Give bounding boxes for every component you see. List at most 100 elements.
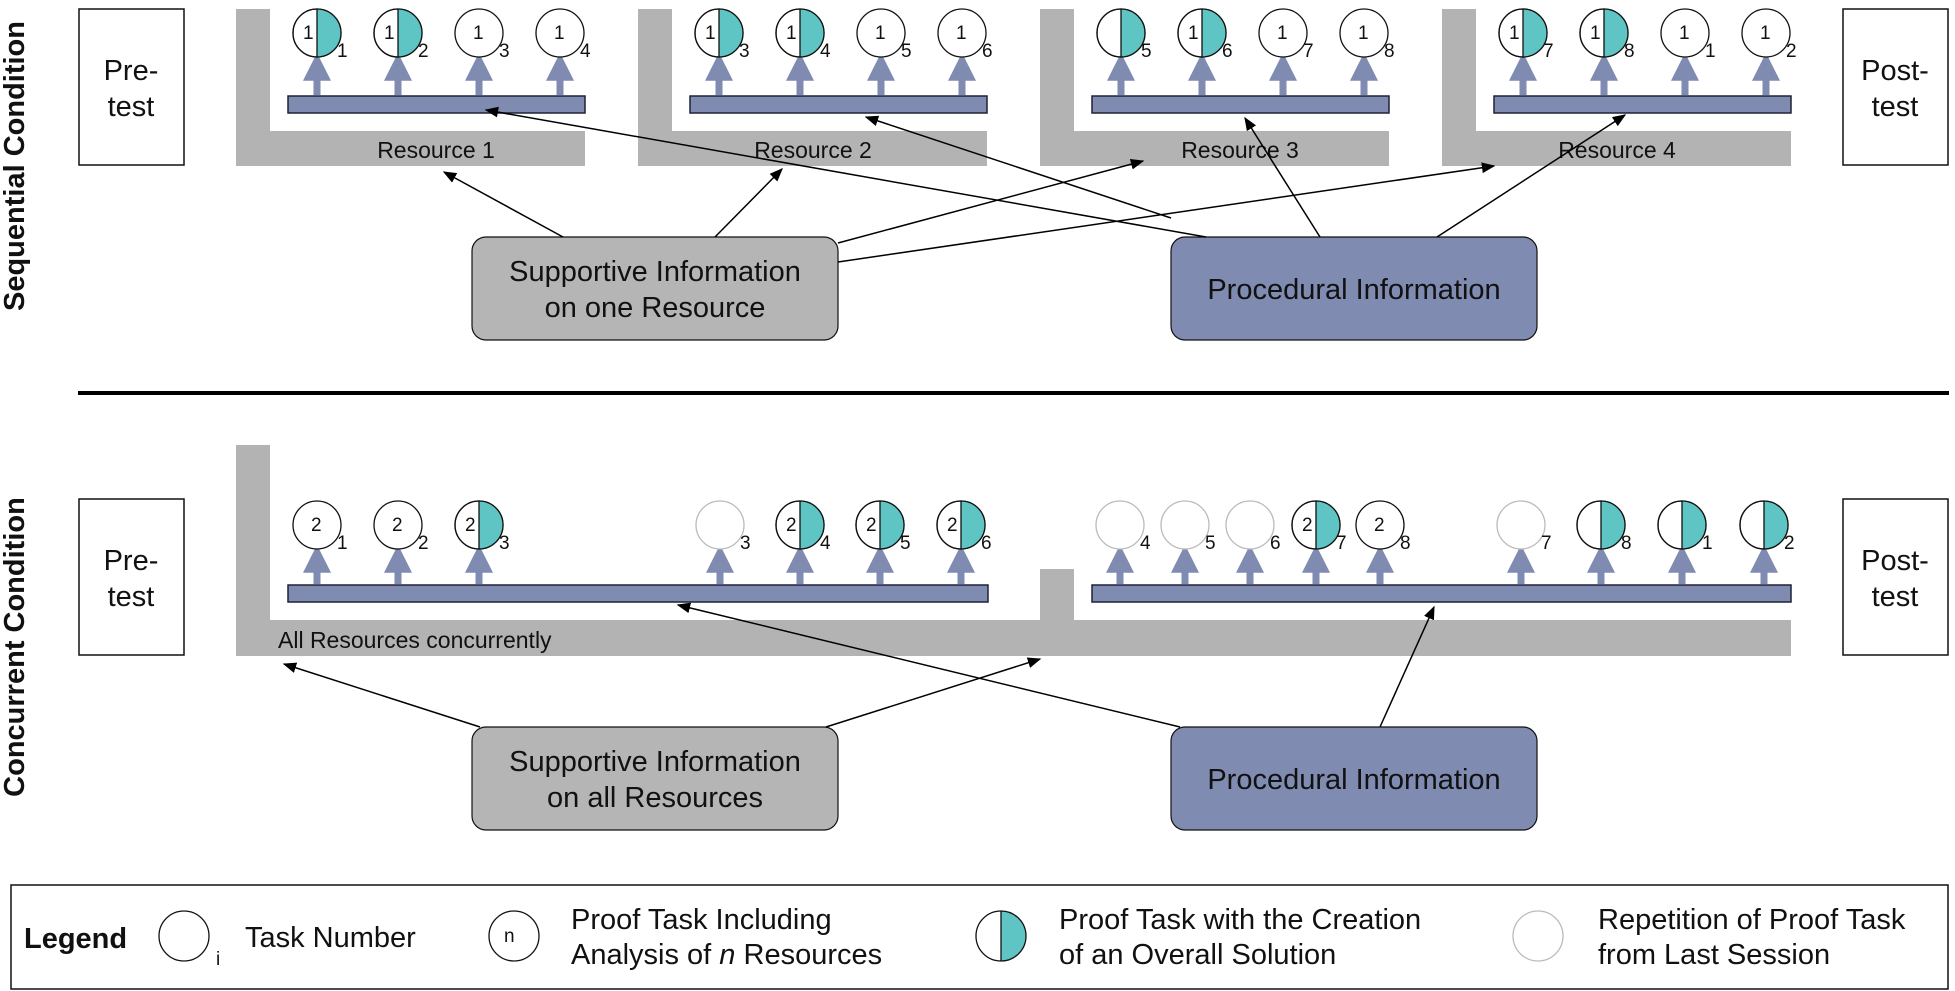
legend-title: Legend [24,923,127,955]
proof-task: 27 [1291,500,1347,584]
legend-task-number: i Task Number [158,910,416,970]
legend-solution-line1: Proof Task with the Creation [1059,904,1421,936]
task-circle [1225,500,1275,550]
resource-label-1: Resource 1 [377,137,495,163]
repetition-task: 5 [1160,500,1216,584]
analysis-count: 1 [875,23,886,44]
sequential-pre-test-box: Pre- test [78,8,185,166]
legend-repetition-line1: Repetition of Proof Task [1598,904,1906,936]
resource-band-4: Resource 4 [1442,9,1791,166]
analysis-count: 1 [303,23,314,44]
solution-half-fill [1316,501,1340,549]
legend-solution-line2: of an Overall Solution [1059,939,1336,971]
solution-half-fill [1601,501,1625,549]
task-number: 2 [1784,533,1795,554]
resource-label-4: Resource 4 [1558,137,1676,163]
legend-n: n [504,926,515,947]
session-bar-2 [689,95,988,114]
proof-task: 16 [937,8,993,95]
task-number: 2 [418,533,429,554]
proof-task: 15 [856,8,912,95]
task-number: 8 [1621,533,1632,554]
procedural-to-session-2 [864,115,1172,219]
supportive-info-box-sequential: Supportive Information on one Resource [471,236,839,341]
pre-test-line2: test [108,581,155,613]
solution-half-fill [1202,9,1226,57]
supportive-line1: Supportive Information [509,256,801,288]
procedural-to-session-1 [676,602,1181,728]
solution-half-fill [1682,501,1706,549]
proof-task: 21 [292,500,348,584]
sequential-connections [442,106,1627,263]
legend-analysis: n Proof Task Including Analysis of n Res… [488,904,882,971]
task-number: 3 [740,533,751,554]
task-number: 3 [499,533,510,554]
legend-task-number-text: Task Number [245,922,416,954]
solution-half-fill [1604,9,1628,57]
session-bar-concurrent-2 [1091,584,1792,603]
legend-repetition-line2: from Last Session [1598,939,1830,971]
sequential-post-test-box: Post- test [1842,8,1949,166]
task-circle [937,8,987,58]
repetition-circle-icon [1512,910,1564,962]
analysis-count: 2 [1302,515,1313,536]
legend: Legend i Task Number n Proof Task Includ… [10,884,1949,990]
supportive-line2: on all Resources [547,782,763,814]
pre-test-line1: Pre- [104,55,159,87]
proof-task: 24 [775,500,831,584]
analysis-count: 2 [866,515,877,536]
analysis-count: 1 [1509,23,1520,44]
solution-half-fill [479,501,503,549]
legend-box [10,884,1949,990]
proof-task: 28 [1355,500,1411,584]
solution-half-fill [880,501,904,549]
procedural-info-box-concurrent: Procedural Information [1170,726,1538,831]
post-test-line1: Post- [1861,55,1929,87]
solution-half-fill [800,501,824,549]
task-number: 6 [1222,41,1233,62]
solution-half-fill [1523,9,1547,57]
analysis-count: 1 [1188,23,1199,44]
supportive-to-resource-2 [714,168,783,238]
resource-label-2: Resource 2 [754,137,872,163]
analysis-count: 2 [465,515,476,536]
task-number: 8 [1400,533,1411,554]
procedural-to-session-1 [484,106,1207,238]
proof-task: 14 [535,8,591,95]
proof-task: 23 [454,500,510,584]
task-circle [1160,500,1210,550]
session-bar-3 [1091,95,1390,114]
task-number: 8 [1384,41,1395,62]
task-circle [1660,8,1710,58]
analysis-circle-icon [488,910,540,962]
task-circle [1741,8,1791,58]
analysis-count: 1 [956,23,967,44]
repetition-task: 4 [1095,500,1151,584]
task-circle [1095,500,1145,550]
supportive-to-all-resources [282,662,481,728]
repetition-task: 6 [1225,500,1281,584]
task-circle [695,500,745,550]
task-number: 5 [1205,533,1216,554]
task-number: 5 [900,533,911,554]
task-number: 1 [1705,41,1716,62]
task-circle [535,8,585,58]
task-number: 7 [1543,41,1554,62]
post-test-line2: test [1872,91,1919,123]
procedural-label: Procedural Information [1207,764,1500,796]
resource-band-3: Resource 3 [1040,9,1389,166]
analysis-count: 2 [392,515,403,536]
proof-task: 18 [1579,8,1635,95]
proof-task: 26 [936,500,992,584]
task-number: 3 [499,41,510,62]
session-bar-4 [1493,95,1792,114]
task-number: 5 [1141,41,1152,62]
solution-half-fill [1121,9,1145,57]
task-circle [292,500,342,550]
supportive-to-resource-3 [837,158,1145,244]
supportive-info-box-concurrent: Supportive Information on all Resources [471,726,839,831]
supportive-line1: Supportive Information [509,746,801,778]
